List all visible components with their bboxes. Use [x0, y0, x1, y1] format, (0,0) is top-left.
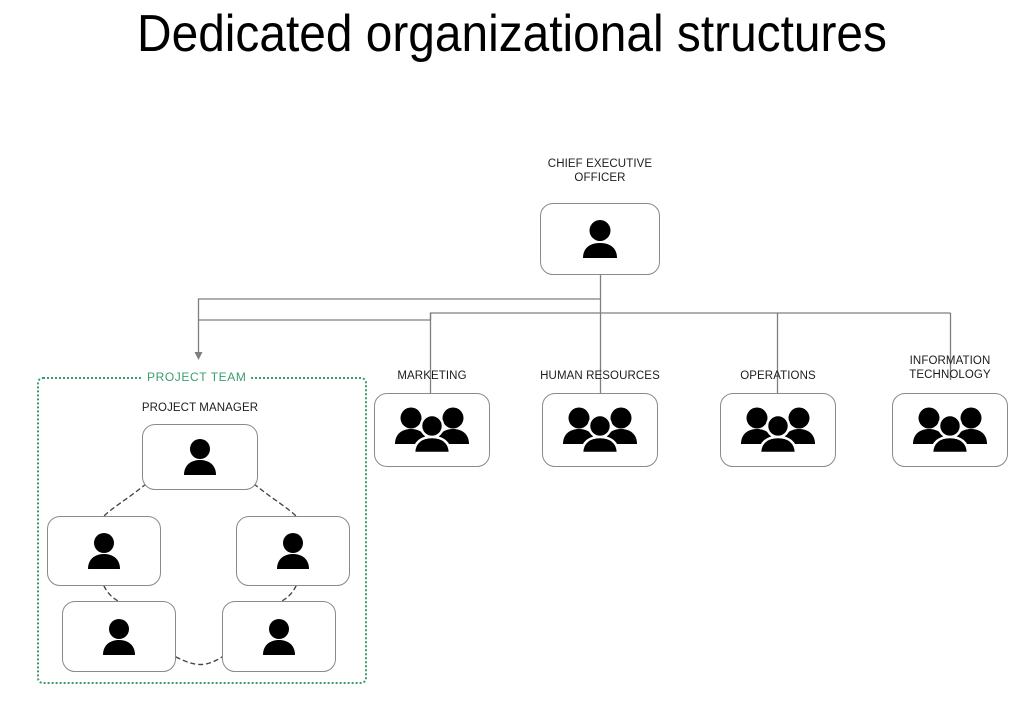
project-team-label: PROJECT TEAM — [143, 370, 251, 384]
human-resources-label: HUMAN RESOURCES — [540, 370, 660, 382]
single-person-icon — [271, 532, 315, 570]
node-team-member-right-upper[interactable] — [236, 516, 350, 586]
single-person-icon — [577, 219, 623, 259]
group-people-icon — [910, 406, 990, 454]
connector-bus-lower-right — [429, 312, 951, 320]
marketing-label: MARKETING — [397, 370, 467, 382]
project-manager-label: PROJECT MANAGER — [141, 402, 259, 414]
single-person-icon — [97, 618, 141, 656]
node-team-member-left-upper[interactable] — [47, 516, 161, 586]
node-team-member-right-lower[interactable] — [222, 601, 336, 672]
chief-executive-officer-label: CHIEF EXECUTIVE OFFICER — [547, 158, 653, 184]
operations-label: OPERATIONS — [740, 370, 816, 382]
page-title: Dedicated organizational structures — [137, 5, 887, 63]
connector-project-team-arrowhead — [194, 352, 203, 360]
node-marketing[interactable] — [374, 393, 490, 467]
single-person-icon — [82, 532, 126, 570]
node-human-resources[interactable] — [542, 393, 658, 467]
group-people-icon — [560, 406, 640, 454]
single-person-icon — [257, 618, 301, 656]
group-people-icon — [392, 406, 472, 454]
connector-bus-upper — [197, 298, 601, 358]
node-information-technology[interactable] — [892, 393, 1008, 467]
single-person-icon — [178, 438, 222, 476]
information-technology-label: INFORMATION TECHNOLOGY — [909, 355, 991, 381]
node-project-manager[interactable] — [142, 424, 258, 490]
node-chief-executive-officer[interactable] — [540, 203, 660, 275]
node-team-member-left-lower[interactable] — [62, 601, 176, 672]
group-people-icon — [738, 406, 818, 454]
node-operations[interactable] — [720, 393, 836, 467]
